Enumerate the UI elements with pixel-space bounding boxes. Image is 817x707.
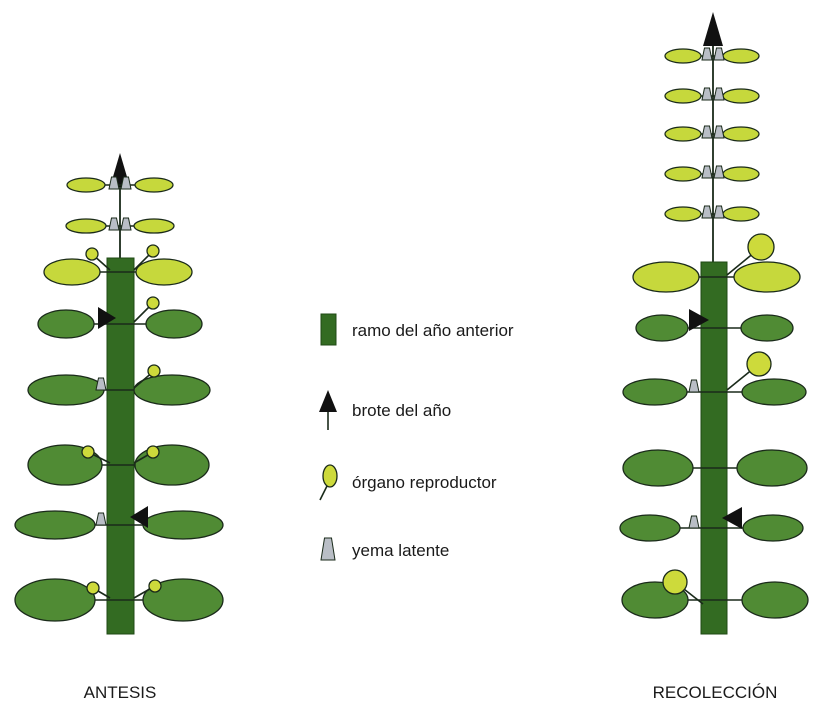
- reproductive-organ-icon: [747, 352, 771, 376]
- leaf: [136, 259, 192, 285]
- previous-year-branch: [107, 258, 134, 634]
- leaf: [143, 511, 223, 539]
- reproductive-organ-icon: [748, 234, 774, 260]
- leaf: [28, 375, 104, 405]
- leaf: [135, 178, 173, 192]
- leaf: [67, 178, 105, 192]
- latent-bud-icon: [714, 88, 724, 100]
- reproductive-organ-icon: [148, 365, 160, 377]
- legend-organ-icon: [323, 465, 337, 487]
- latent-bud-icon: [714, 48, 724, 60]
- leaf: [44, 259, 100, 285]
- latent-bud-icon: [321, 538, 335, 560]
- leaf: [15, 511, 95, 539]
- legend-label-previous_branch: ramo del año anterior: [352, 321, 514, 340]
- leaf: [636, 315, 688, 341]
- latent-bud-icon: [121, 218, 131, 230]
- latent-bud-icon: [714, 126, 724, 138]
- leaf: [723, 167, 759, 181]
- legend-label-reproductive: órgano reproductor: [352, 473, 497, 492]
- leaf: [134, 375, 210, 405]
- legend-label-shoot: brote del año: [352, 401, 451, 420]
- leaf: [742, 379, 806, 405]
- leaf: [135, 445, 209, 485]
- leaf: [665, 207, 701, 221]
- leaf: [734, 262, 800, 292]
- latent-bud-icon: [702, 126, 712, 138]
- latent-bud-icon: [714, 166, 724, 178]
- leaf: [742, 582, 808, 618]
- leaf: [665, 49, 701, 63]
- latent-bud-icon: [714, 206, 724, 218]
- leaf: [623, 379, 687, 405]
- reproductive-organ-icon: [86, 248, 98, 260]
- reproductive-organ-icon: [147, 446, 159, 458]
- leaf: [665, 89, 701, 103]
- leaf: [741, 315, 793, 341]
- leaf: [66, 219, 106, 233]
- leaf: [665, 167, 701, 181]
- latent-bud-icon: [689, 516, 699, 528]
- latent-bud-icon: [689, 380, 699, 392]
- leaf: [38, 310, 94, 338]
- latent-bud-icon: [702, 48, 712, 60]
- leaf: [146, 310, 202, 338]
- leaf: [620, 515, 680, 541]
- caption-antesis: ANTESIS: [84, 683, 157, 702]
- reproductive-organ-icon: [663, 570, 687, 594]
- leaf: [15, 579, 95, 621]
- latent-bud-icon: [702, 206, 712, 218]
- shoot-arrow-icon: [319, 390, 337, 412]
- latent-bud-icon: [96, 513, 106, 525]
- legend-label-latent_bud: yema latente: [352, 541, 449, 560]
- latent-bud-icon: [702, 166, 712, 178]
- reproductive-organ-icon: [147, 297, 159, 309]
- leaf: [743, 515, 803, 541]
- leaf: [723, 127, 759, 141]
- leaf: [723, 49, 759, 63]
- leaf: [665, 127, 701, 141]
- latent-bud-icon: [96, 378, 106, 390]
- leaf: [723, 89, 759, 103]
- plant-antesis: [15, 153, 223, 634]
- leaf: [723, 207, 759, 221]
- reproductive-organ-icon: [82, 446, 94, 458]
- leaf: [134, 219, 174, 233]
- leaf: [737, 450, 807, 486]
- legend-bar-icon: [321, 314, 336, 345]
- reproductive-organ-icon: [149, 580, 161, 592]
- legend: ramo del año anterior brote del año órgano…: [319, 314, 514, 560]
- shoot-arrow-icon: [703, 12, 723, 46]
- caption-recoleccion: RECOLECCIÓN: [653, 683, 778, 702]
- leaf: [623, 450, 693, 486]
- latent-bud-icon: [109, 218, 119, 230]
- plant-recoleccion: [620, 12, 808, 634]
- reproductive-organ-icon: [87, 582, 99, 594]
- reproductive-organ-icon: [147, 245, 159, 257]
- latent-bud-icon: [702, 88, 712, 100]
- leaf: [633, 262, 699, 292]
